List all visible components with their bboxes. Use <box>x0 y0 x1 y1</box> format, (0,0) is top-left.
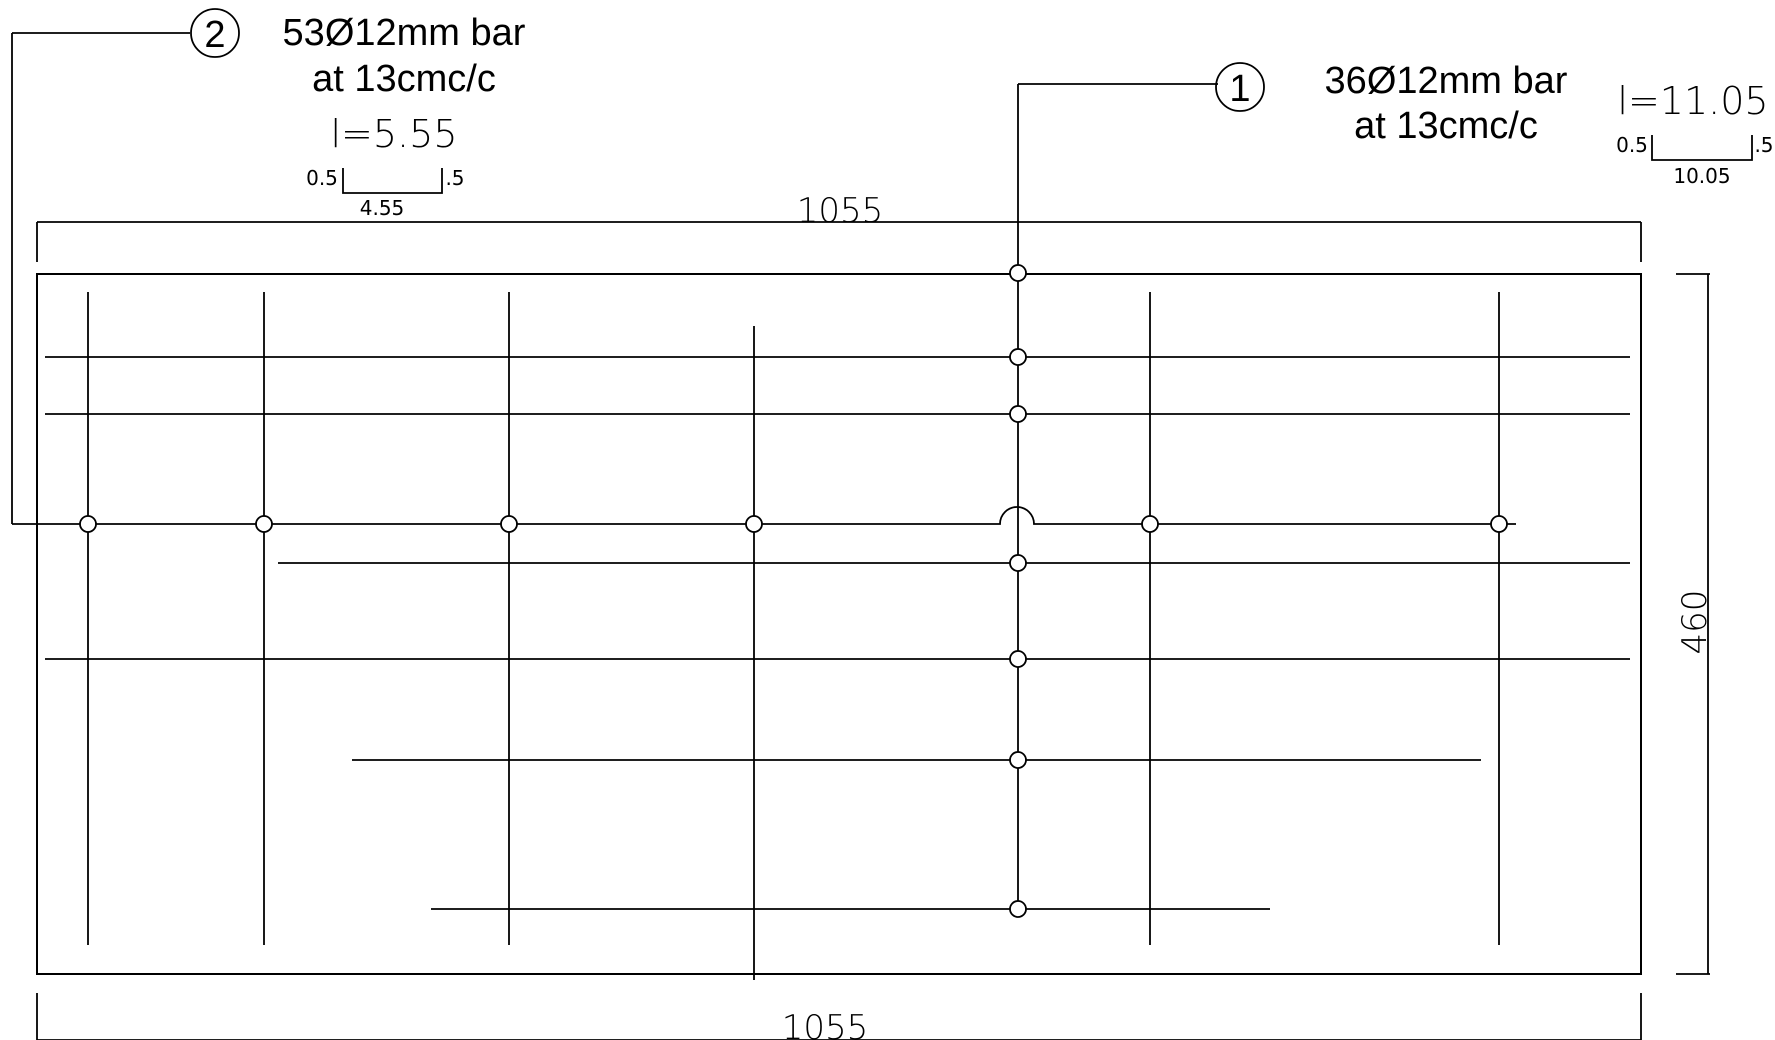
bar2-hook-right: .5 <box>445 166 464 190</box>
bar-section-dot <box>1009 554 1027 572</box>
bar-section-dot <box>1009 264 1027 282</box>
bar-section-dot <box>79 515 97 533</box>
bar1-hook-right: .5 <box>1754 133 1773 157</box>
bar1-description-line1: 36Ø12mm bar <box>1325 60 1568 102</box>
bar1-section-line <box>1017 83 1218 909</box>
bar1-bending-shape: l=11.05 0.5 .5 10.05 <box>1616 79 1773 188</box>
bar2-section-line <box>11 32 1516 525</box>
bar-section-dot <box>1009 405 1027 423</box>
bar1-straight-length: 10.05 <box>1673 164 1730 188</box>
bar2-bending-shape: l=5.55 0.5 .5 4.55 <box>306 112 464 220</box>
bottom-dimension-value: 1055 <box>782 1008 869 1040</box>
bar-section-dot <box>1009 348 1027 366</box>
bar1-hook-left: 0.5 <box>1616 133 1648 157</box>
bar1-shape <box>1651 135 1753 161</box>
bar2-description-line1: 53Ø12mm bar <box>283 12 526 54</box>
vertical-bars <box>87 292 1500 980</box>
bar2-leader-horizontal <box>12 506 1516 525</box>
bar1-tag-number: 1 <box>1229 68 1250 110</box>
bar2-description-line2: at 13cmc/c <box>312 58 496 100</box>
bar1-tag-circle <box>1215 62 1265 112</box>
bar2-length: l=5.55 <box>330 112 457 156</box>
bar-section-dot <box>1009 900 1027 918</box>
slab-outline <box>36 273 1642 975</box>
bar-section-dot <box>500 515 518 533</box>
bar-section-dot <box>1009 751 1027 769</box>
height-dimension: 460 <box>1675 273 1715 975</box>
bar2-callout: 2 53Ø12mm bar at 13cmc/c <box>190 8 526 100</box>
top-dimension-value: 1055 <box>797 191 884 231</box>
bar-section-dot <box>255 515 273 533</box>
bar1-section-dots <box>1009 264 1027 918</box>
bar1-callout: 1 36Ø12mm bar at 13cmc/c <box>1215 60 1568 147</box>
bar2-tag-circle <box>190 8 240 58</box>
bottom-dimension: 1055 <box>36 993 1642 1040</box>
bar-section-dot <box>745 515 763 533</box>
bar-section-dot <box>1141 515 1159 533</box>
bar-section-dot <box>1009 650 1027 668</box>
height-dimension-value: 460 <box>1675 590 1715 655</box>
bar1-description-line2: at 13cmc/c <box>1354 105 1538 147</box>
bar2-straight-length: 4.55 <box>360 196 405 220</box>
bar1-length: l=11.05 <box>1617 79 1768 123</box>
bar2-shape <box>342 168 443 194</box>
bar2-section-dots <box>79 515 1508 533</box>
bar2-hook-left: 0.5 <box>306 166 338 190</box>
top-dimension: 1055 <box>36 191 1642 262</box>
bar2-tag-number: 2 <box>204 14 225 56</box>
horizontal-bars <box>45 356 1630 910</box>
bar-section-dot <box>1490 515 1508 533</box>
